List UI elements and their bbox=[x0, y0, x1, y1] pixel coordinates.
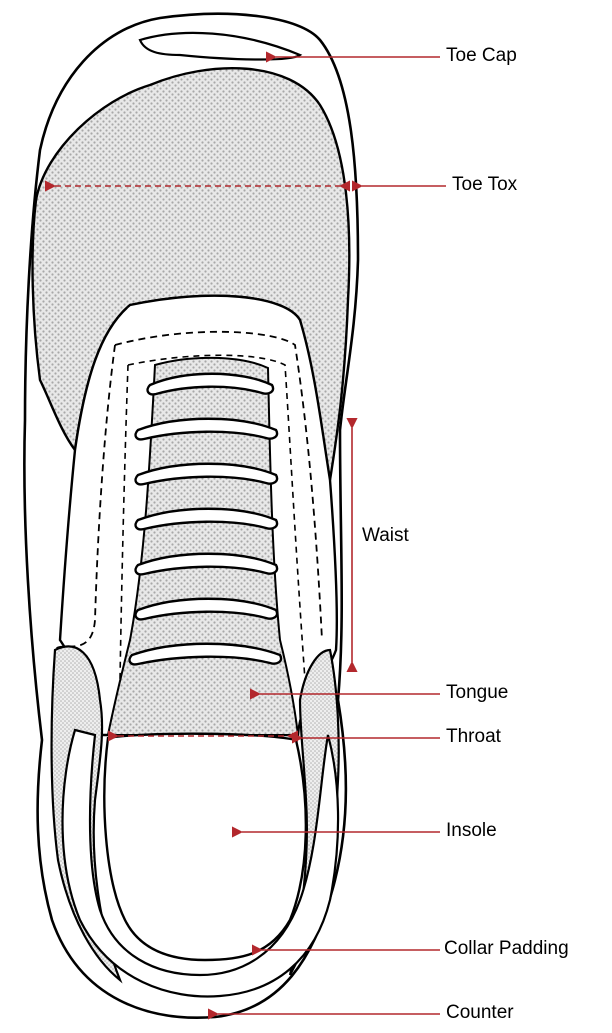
label-insole: Insole bbox=[446, 820, 497, 842]
label-toe-cap: Toe Cap bbox=[446, 45, 517, 67]
insole-shape bbox=[104, 734, 305, 960]
label-throat: Throat bbox=[446, 726, 501, 748]
label-tongue: Tongue bbox=[446, 682, 508, 704]
label-toe-box: Toe Tox bbox=[452, 174, 517, 196]
label-collar-padding: Collar Padding bbox=[444, 938, 569, 960]
label-counter: Counter bbox=[446, 1002, 514, 1024]
label-waist: Waist bbox=[362, 525, 409, 547]
